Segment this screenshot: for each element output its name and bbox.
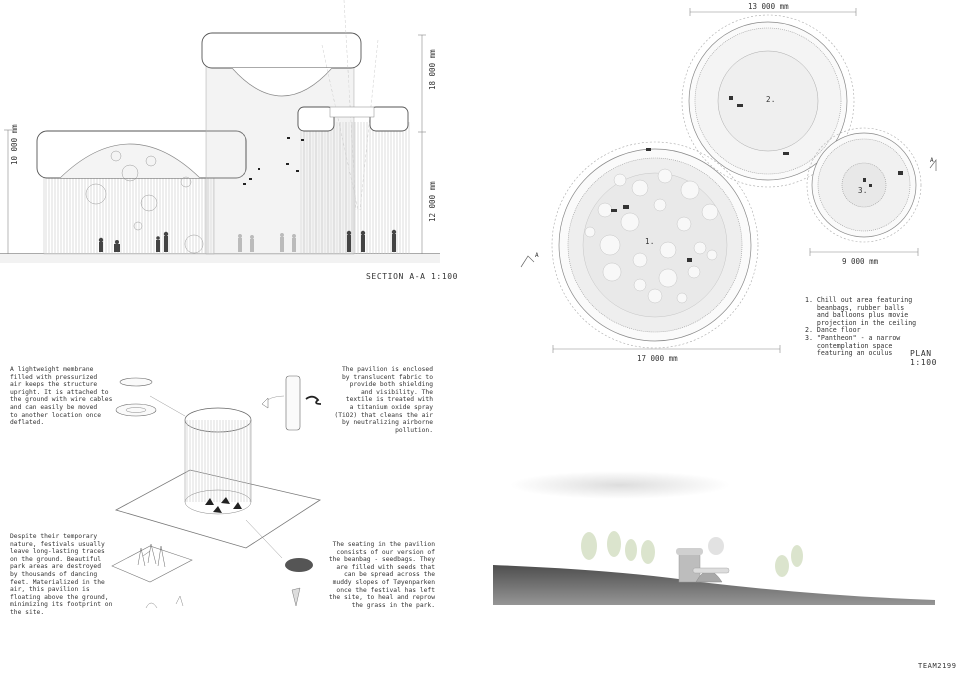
legend-line: 3. "Pantheon" - a narrow (805, 333, 901, 342)
plan-dimension-top: 13 000 mm (748, 2, 789, 11)
dimension-left: 10 000 mm (10, 124, 19, 165)
seating-description: The seating in the pavilion consists of … (328, 541, 435, 609)
plan-legend: 1. Chill out area featuring beanbags, ru… (805, 296, 917, 358)
zone-label-1: 1. (645, 237, 655, 246)
concept-diagram (111, 375, 322, 609)
legend-line: featuring an oculus (805, 349, 893, 358)
legend-line: 2. Dance floor (805, 326, 861, 335)
plan-title: PLAN 1:100 (910, 349, 938, 367)
section-title: SECTION A-A 1:100 (366, 272, 459, 281)
section-marker-right: A (930, 157, 934, 164)
dimension-top-right: 18 000 mm (428, 49, 437, 90)
legend-line: and balloons plus movie (805, 311, 909, 320)
plan-dimension-small: 9 000 mm (842, 257, 879, 266)
dimension-mid-right: 12 000 mm (428, 181, 437, 222)
section-drawing (0, 0, 440, 263)
fabric-description: The pavilion is enclosed by translucent … (334, 366, 433, 434)
footprint-description: Despite their temporary nature, festival… (10, 533, 113, 616)
team-id: TEAM2199 (918, 662, 957, 670)
legend-line: beanbags, rubber balls (805, 303, 905, 312)
plan-drawing (520, 8, 937, 353)
legend-line: contemplation space (805, 341, 893, 350)
landscape-view (493, 471, 935, 605)
plan-dimension-bottom: 17 000 mm (637, 354, 678, 363)
membrane-description: A lightweight membrane filled with press… (10, 366, 113, 427)
zone-label-2: 2. (766, 95, 776, 104)
zone-label-3: 3. (858, 186, 868, 195)
section-marker-left: A (535, 252, 539, 259)
legend-line: projection in the ceiling (805, 318, 917, 327)
legend-line: 1. Chill out area featuring (805, 296, 913, 304)
